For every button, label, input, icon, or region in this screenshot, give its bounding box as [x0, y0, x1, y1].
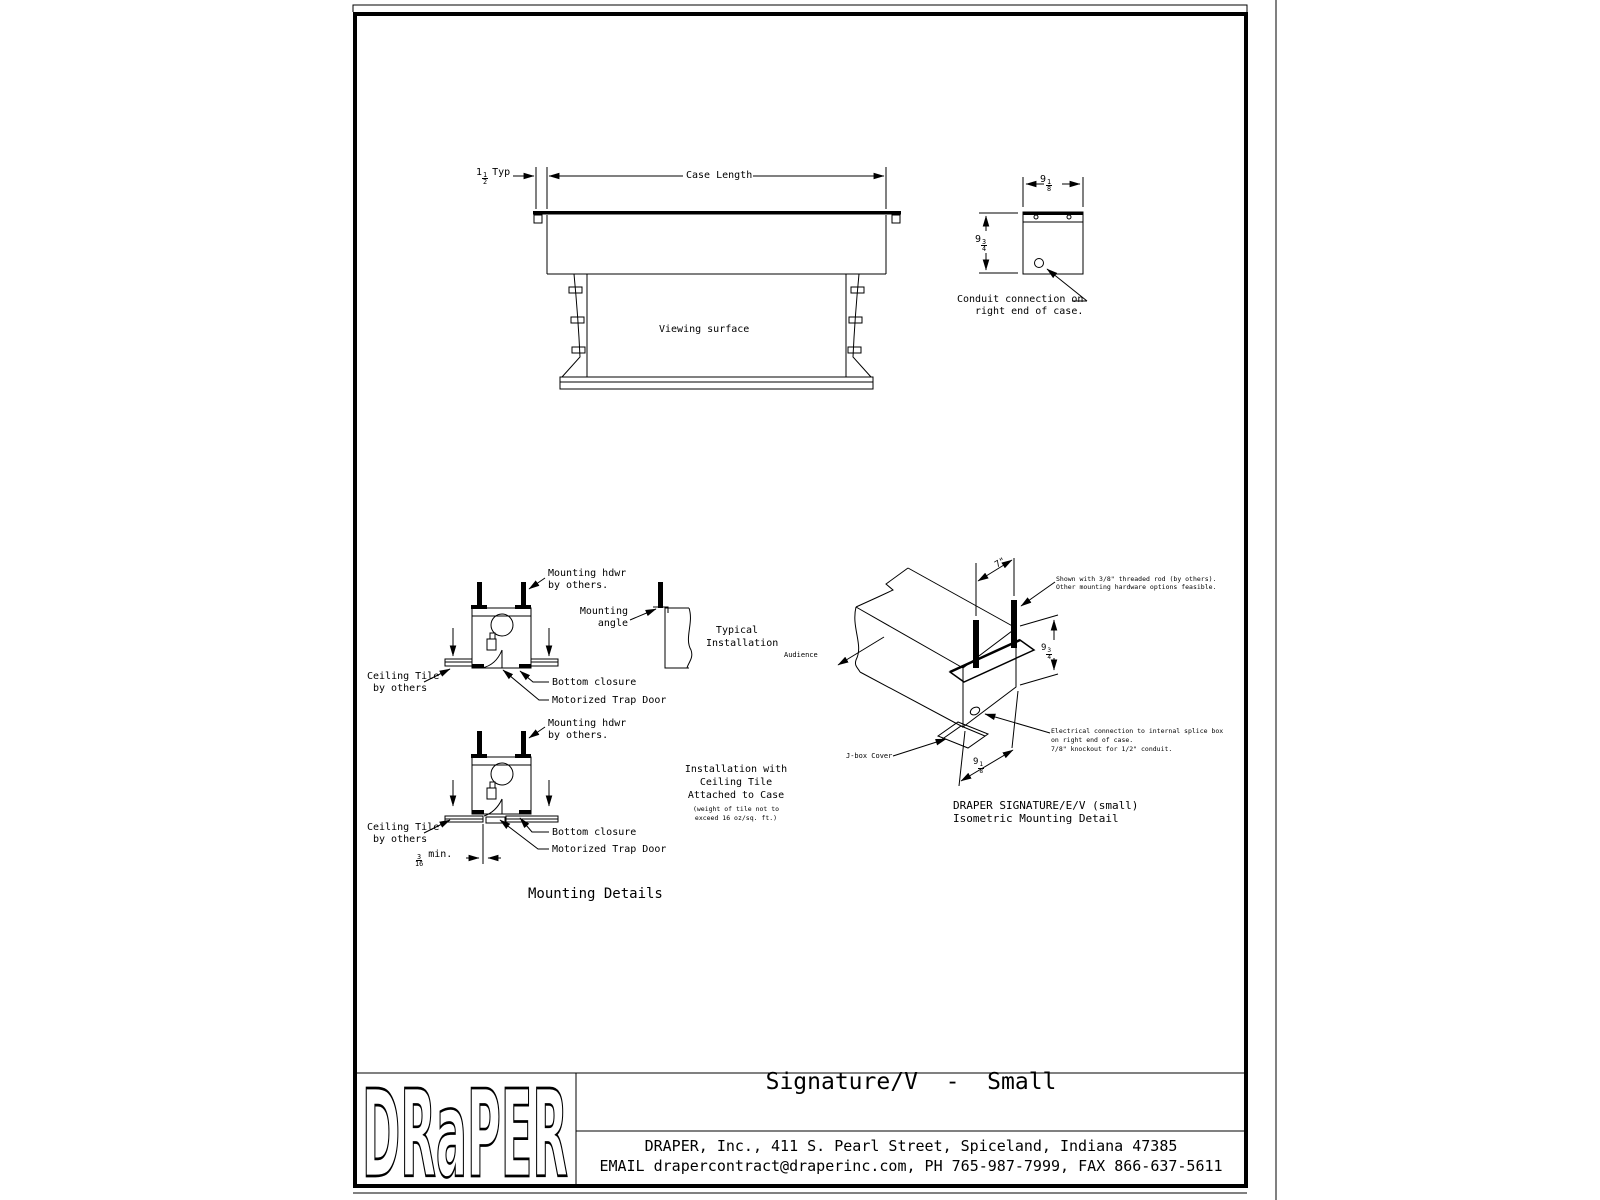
d1-angle-line2: angle — [597, 618, 628, 629]
d1-trap-door-label: Motorized Trap Door — [552, 695, 667, 706]
rod-note-line2: Other mounting hardware options feasible… — [1056, 583, 1217, 591]
mounting-details-title: Mounting Details — [528, 886, 663, 902]
electrical-note-line3: 7/8" knockout for 1/2" conduit. — [1051, 745, 1173, 753]
d2-trap-door-label: Motorized Trap Door — [552, 844, 667, 855]
sheet-title: Signature/V - Small — [765, 1069, 1057, 1095]
jbox-cover-label: J-box Cover — [846, 752, 893, 760]
front-view-linework — [513, 167, 901, 390]
d1-hdwr-line1: Mounting hdwr — [548, 568, 627, 579]
mounting-detail1-linework — [423, 577, 559, 701]
d2-tile-line2: by others — [373, 834, 428, 845]
electrical-note-line1: Electrical connection to internal splice… — [1051, 727, 1224, 735]
d2-hdwr-line2: by others. — [548, 730, 609, 741]
typical-installation-linework — [629, 582, 693, 669]
typical-installation-caption2: Installation — [706, 638, 779, 649]
d2-caption-line2: Ceiling Tile — [699, 777, 773, 788]
d1-tile-line2: by others — [373, 683, 428, 694]
typical-installation-caption1: Typical — [715, 625, 759, 636]
iso-caption-line2: Isometric Mounting Detail — [953, 812, 1119, 825]
d2-hdwr-line1: Mounting hdwr — [548, 718, 627, 729]
d1-tile-line1: Ceiling Tile — [367, 671, 440, 682]
electrical-note-line2: on right end of case. — [1051, 736, 1134, 744]
isometric-linework — [837, 558, 1059, 787]
company-address-line: DRAPER, Inc., 411 S. Pearl Street, Spice… — [644, 1137, 1178, 1155]
conduit-note-line1: Conduit connection on — [957, 294, 1084, 305]
d2-tile-line1: Ceiling Tile — [367, 822, 440, 833]
contact-line: EMAIL drapercontract@draperinc.com, PH 7… — [599, 1157, 1223, 1175]
d1-angle-line1: Mounting — [579, 606, 628, 617]
audience-label: Audience — [784, 651, 818, 659]
iso-caption-line1: DRAPER SIGNATURE/E/V (small) — [953, 799, 1139, 812]
case-length-label: Case Length — [686, 170, 753, 181]
viewing-surface-label: Viewing surface — [659, 324, 750, 335]
d2-caption-note1: (weight of tile not to — [692, 805, 780, 813]
rod-note-line1: Shown with 3/8" threaded rod (by others)… — [1056, 575, 1217, 583]
conduit-note-line2: right end of case. — [975, 306, 1084, 317]
d2-caption-line3: Attached to Case — [687, 790, 785, 801]
d2-caption-note2: exceed 16 oz/sq. ft.) — [694, 814, 778, 822]
d1-bottom-closure-label: Bottom closure — [552, 677, 637, 688]
mounting-detail2-linework — [423, 726, 559, 864]
d1-hdwr-line2: by others. — [548, 580, 609, 591]
sheet-border — [352, 0, 1277, 1200]
draper-logo: DRaPER — [362, 1065, 568, 1200]
d2-bottom-closure-label: Bottom closure — [552, 827, 637, 838]
end-view-linework — [979, 177, 1088, 302]
d2-caption-line1: Installation with — [684, 764, 788, 775]
